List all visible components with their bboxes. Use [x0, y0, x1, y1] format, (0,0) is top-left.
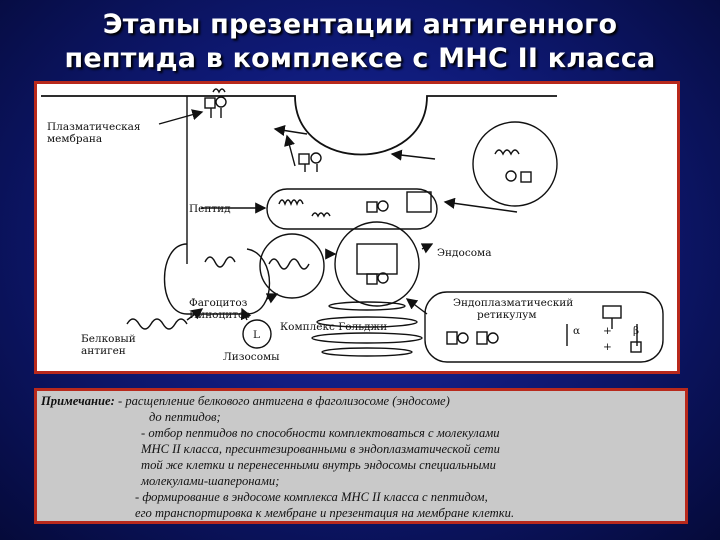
- label-plus-1: +: [603, 325, 612, 337]
- lysosome: [242, 319, 272, 349]
- note-line-7: - формирование в эндосоме комплекса МНС …: [135, 490, 488, 504]
- label-er-1: Эндоплазматический: [453, 297, 573, 309]
- label-peptide: Пептид: [189, 203, 231, 215]
- endosome: [334, 221, 420, 307]
- note-box: Примечание: - расщепление белкового анти…: [34, 388, 688, 524]
- label-protein-antigen-1: Белковый: [81, 333, 136, 345]
- protein-antigen: [126, 318, 188, 330]
- note-text-1: - расщепление белкового антигена в фагол…: [114, 394, 450, 408]
- label-plasma-membrane-2: мембрана: [47, 133, 102, 145]
- label-plus-2: +: [603, 341, 612, 353]
- slide-title-line-1: Этапы презентации антигенного: [102, 9, 618, 40]
- label-er-2: ретикулум: [477, 309, 537, 321]
- note-line-4: МНС II класса, пресинтезированными в энд…: [141, 442, 500, 456]
- label-plasma-membrane-1: Плазматическая: [47, 121, 141, 133]
- note-line-6: молекулами-шаперонами;: [141, 474, 280, 488]
- note-line-2: до пептидов;: [149, 410, 221, 424]
- slide-title-line-2: пептида в комплексе с МНС II класса: [64, 43, 656, 74]
- label-lysosomes: Лизосомы: [223, 351, 280, 363]
- note-line-3: - отбор пептидов по способности комплект…: [141, 426, 500, 440]
- secretory-vesicle: [472, 121, 558, 207]
- phagocytic-cup: [163, 243, 271, 315]
- note-line-1: Примечание: - расщепление белкового анти…: [41, 393, 450, 409]
- note-line-8: его транспортировка к мембране и презент…: [135, 506, 515, 520]
- note-heading: Примечание:: [41, 394, 115, 408]
- plasma-membrane: [41, 95, 557, 156]
- label-phagocytosis: Фагоцитоз: [189, 297, 248, 309]
- label-alpha: α: [573, 325, 580, 337]
- slide-title: Этапы презентации антигенного пептида в …: [0, 8, 720, 76]
- label-protein-antigen-2: антиген: [81, 345, 126, 357]
- phagolysosome: [259, 233, 325, 299]
- diagram-frame: Плазматическая мембрана Пептид Эндосома …: [34, 81, 680, 374]
- label-golgi: Комплекс Гольджи: [280, 321, 387, 333]
- label-beta: β: [633, 325, 639, 337]
- mhc-complex-in-endocytic-vesicle: [298, 152, 322, 172]
- antigen-presentation-diagram: Плазматическая мембрана Пептид Эндосома …: [41, 88, 664, 363]
- note-line-5: той же клетки и перенесенными внутрь энд…: [141, 458, 496, 472]
- label-lysosome-letter: L: [253, 329, 260, 341]
- label-pinocytosis: Пиноцитоз: [189, 309, 250, 321]
- label-endosome: Эндосома: [437, 247, 491, 259]
- endoplasmic-reticulum: [424, 291, 664, 363]
- mhc-complex-on-membrane: [204, 88, 227, 118]
- peptide-compartment: [266, 188, 438, 230]
